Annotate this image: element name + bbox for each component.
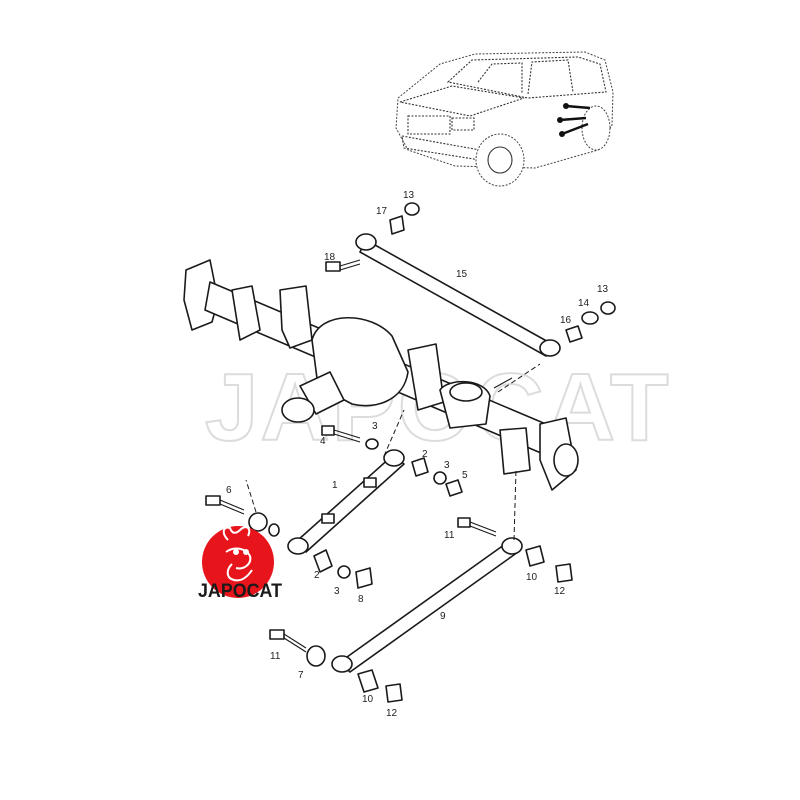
rear-axle-housing xyxy=(183,259,579,491)
lower-link-lower-assembly xyxy=(269,517,573,703)
callout-12: 12 xyxy=(386,708,398,719)
callout-9: 9 xyxy=(440,611,446,622)
logo-badge xyxy=(202,526,274,598)
vehicle-illustration xyxy=(395,51,614,187)
callout-7: 7 xyxy=(298,670,304,681)
callout-2: 2 xyxy=(422,449,428,460)
callout-13: 13 xyxy=(597,284,609,295)
cat-mark-icon xyxy=(222,526,253,582)
callout-18: 18 xyxy=(324,252,336,263)
callout-1: 1 xyxy=(332,480,338,491)
callout-4: 4 xyxy=(320,436,326,447)
callout-17: 17 xyxy=(376,206,388,217)
callout-14: 14 xyxy=(578,298,590,309)
logo-text: JAPOCAT xyxy=(198,581,282,602)
callout-12: 12 xyxy=(554,586,566,597)
callout-11: 11 xyxy=(270,651,281,662)
callout-5: 5 xyxy=(462,470,468,481)
callout-15: 15 xyxy=(456,269,468,280)
callout-labels: 13 17 18 15 13 14 16 4 3 2 3 5 1 6 7 3 2… xyxy=(226,190,609,719)
callout-3: 3 xyxy=(372,421,378,432)
callout-10: 10 xyxy=(362,694,374,705)
callout-16: 16 xyxy=(560,315,572,326)
callout-8: 8 xyxy=(358,594,364,605)
callout-13: 13 xyxy=(403,190,415,201)
japocat-logo: JAPOCAT xyxy=(198,526,282,602)
lower-link-upper-assembly xyxy=(205,425,463,589)
callout-3: 3 xyxy=(444,460,450,471)
upper-link-assembly xyxy=(325,202,616,357)
callout-3: 3 xyxy=(334,586,340,597)
callout-6: 6 xyxy=(226,485,232,496)
callout-11: 11 xyxy=(444,530,455,541)
callout-10: 10 xyxy=(526,572,538,583)
callout-2: 2 xyxy=(314,570,320,581)
alignment-lines xyxy=(245,363,541,541)
